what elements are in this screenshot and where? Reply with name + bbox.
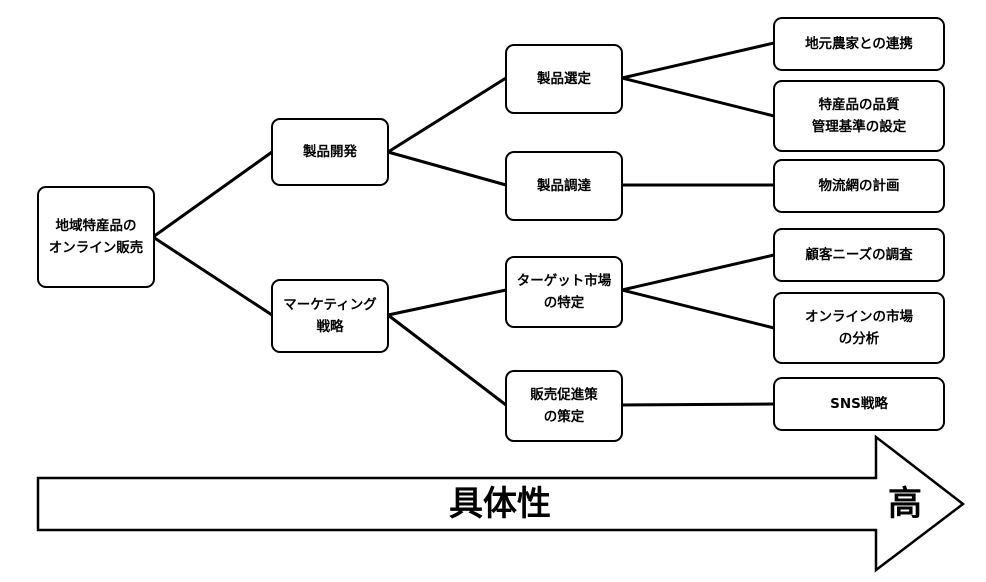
link-target-online-market bbox=[620, 288, 776, 330]
link-product-selection bbox=[386, 76, 508, 154]
link-marketing-promotion bbox=[386, 313, 508, 407]
node-customer-needs: 顧客ニーズの調査 bbox=[773, 228, 945, 282]
arrow-label-high: 高 bbox=[888, 484, 922, 524]
node-logistics-plan: 物流網の計画 bbox=[773, 159, 945, 213]
link-selection-farmers bbox=[620, 41, 776, 80]
link-marketing-target bbox=[386, 288, 508, 317]
link-selection-quality bbox=[620, 76, 776, 118]
node-product-development: 製品開発 bbox=[271, 118, 389, 186]
node-product-procurement: 製品調達 bbox=[505, 151, 623, 221]
link-promotion-sns bbox=[620, 402, 776, 407]
link-target-needs bbox=[620, 253, 776, 292]
node-local-farmers: 地元農家との連携 bbox=[773, 17, 945, 71]
root-node: 地域特産品の オンライン販売 bbox=[37, 186, 155, 288]
link-root-marketing bbox=[151, 235, 274, 317]
node-online-market-analysis: オンラインの市場 の分析 bbox=[773, 292, 945, 364]
node-sns-strategy: SNS戦略 bbox=[773, 377, 945, 431]
node-quality-standards: 特産品の品質 管理基準の設定 bbox=[773, 80, 945, 152]
node-marketing-strategy: マーケティング 戦略 bbox=[271, 279, 389, 353]
node-product-selection: 製品選定 bbox=[505, 44, 623, 114]
node-sales-promotion: 販売促進策 の策定 bbox=[505, 370, 623, 442]
arrow-label-specificity: 具体性 bbox=[449, 484, 551, 524]
node-target-market: ターゲット市場 の特定 bbox=[505, 256, 623, 328]
link-product-procurement bbox=[386, 150, 508, 187]
link-root-product bbox=[151, 150, 274, 239]
